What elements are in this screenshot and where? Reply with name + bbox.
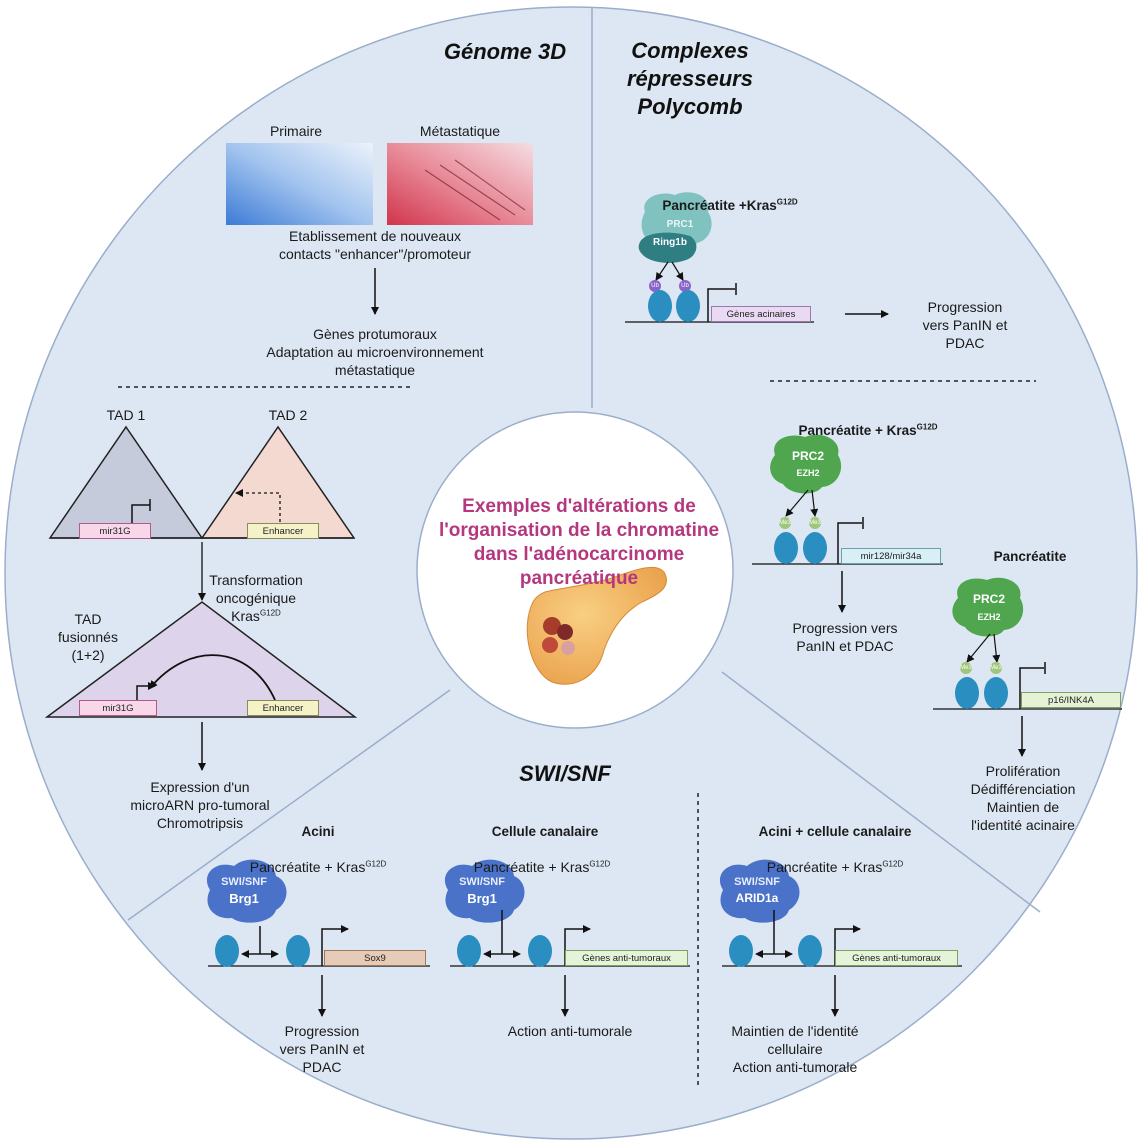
polycomb-condition-2-label: Pancréatite + Kras xyxy=(798,423,917,438)
anti-genes-box-2: Gènes anti-tumoraux xyxy=(835,950,958,966)
mixed-title: Acini + cellule canalaire xyxy=(758,824,912,839)
canal-condition-label: Pancréatite + Kras xyxy=(473,859,590,875)
enhancer-box-2: Enhancer xyxy=(247,700,319,716)
mir31g-box-1: mir31G xyxy=(79,523,151,539)
kras-superscript-3: G12D xyxy=(916,422,938,432)
nucleosomes-prc2-2 xyxy=(955,677,1008,709)
kras-superscript-4: G12D xyxy=(365,859,387,869)
mir128-box: mir128/mir34a xyxy=(841,548,941,564)
sox9-box: Sox9 xyxy=(324,950,426,966)
protumor-text: Gènes protumoraux Adaptation au microenv… xyxy=(266,326,484,378)
polycomb-condition-2: Pancréatite + KrasG12D xyxy=(778,404,958,440)
section-title-polycomb: Complexes répresseurs Polycomb xyxy=(627,38,753,119)
maintien-text: Maintien de l'identité cellulaire Action… xyxy=(731,1023,859,1075)
polycomb-condition-1-label: Pancréatite +Kras xyxy=(662,198,777,213)
hic-map-primary xyxy=(226,143,373,225)
ub-label-2: Ub xyxy=(681,283,689,289)
ub-label-1: Ub xyxy=(651,283,659,289)
prolif-text: Prolifération Dédifférenciation Maintien… xyxy=(970,763,1076,833)
mixed-condition-label: Pancréatite + Kras xyxy=(766,859,883,875)
transformation-text: Transformation oncogénique KrasG12D xyxy=(196,553,316,625)
canal-title: Cellule canalaire xyxy=(491,824,599,839)
polycomb-condition-1: Pancréatite +KrasG12D xyxy=(640,179,820,215)
ezh2-label-1: EZH2 xyxy=(796,468,820,478)
prc2-complex-icon-1 xyxy=(770,434,842,494)
swisnf-label-3: SWI/SNF xyxy=(734,876,780,888)
hic-map-metastatic xyxy=(387,143,533,225)
transformation-label: Transformation oncogénique Kras xyxy=(209,572,303,624)
acini-title: Acini xyxy=(301,824,335,839)
progression-text-2: Progression vers PanIN et PDAC xyxy=(792,620,898,654)
tad1-label: TAD 1 xyxy=(106,407,146,423)
hic-metastatic-label: Métastatique xyxy=(419,123,501,139)
section-title-swisnf: SWI/SNF xyxy=(519,761,611,786)
prc2-label-2: PRC2 xyxy=(972,592,1005,606)
me3-label-4: Me3 xyxy=(990,665,1002,671)
prc1-label: PRC1 xyxy=(666,219,694,230)
kras-superscript-5: G12D xyxy=(589,859,611,869)
kras-superscript-1: G12D xyxy=(259,608,281,618)
brg1-label-1: Brg1 xyxy=(229,891,259,906)
tad2-label: TAD 2 xyxy=(268,407,308,423)
acini-condition-label: Pancréatite + Kras xyxy=(249,859,366,875)
section-title-genome3d: Génome 3D xyxy=(443,39,567,64)
nucleosomes-prc1 xyxy=(648,290,700,322)
acini-progression-text: Progression vers PanIN et PDAC xyxy=(279,1023,365,1075)
enhancer-box-1: Enhancer xyxy=(247,523,319,539)
mir31g-box-2: mir31G xyxy=(79,700,157,716)
acini-condition: Pancréatite + KrasG12D xyxy=(228,840,408,876)
center-title: Exemples d'altérations de l'organisation… xyxy=(438,496,720,589)
tad-fused-label: TAD fusionnés (1+2) xyxy=(58,611,118,663)
swisnf-label-1: SWI/SNF xyxy=(221,876,267,888)
ezh2-label-2: EZH2 xyxy=(977,612,1001,622)
hic-primary-label: Primaire xyxy=(269,123,323,139)
ring1b-label: Ring1b xyxy=(653,237,687,248)
arid1a-label: ARID1a xyxy=(735,891,779,905)
mixed-condition: Pancréatite + KrasG12D xyxy=(745,840,925,876)
divider-left xyxy=(127,689,451,921)
kras-superscript-6: G12D xyxy=(882,859,904,869)
expression-text: Expression d'un microARN pro-tumoral Chr… xyxy=(130,779,270,831)
canal-condition: Pancréatite + KrasG12D xyxy=(452,840,632,876)
pancreas-icon xyxy=(526,566,667,685)
swisnf-brg1-icon-1 xyxy=(206,859,287,923)
contacts-text: Etablissement de nouveaux contacts "enha… xyxy=(278,228,472,262)
genes-acinaires-box: Gènes acinaires xyxy=(711,306,811,322)
swisnf-arid1a-icon xyxy=(719,859,800,923)
me3-label-2: Me3 xyxy=(809,520,821,526)
me3-label-3: Me3 xyxy=(960,665,972,671)
prc2-complex-icon-2 xyxy=(952,577,1024,637)
me3-label-1: Me3 xyxy=(779,520,791,526)
prc2-label-1: PRC2 xyxy=(791,449,824,463)
swisnf-label-2: SWI/SNF xyxy=(459,876,505,888)
divider-right xyxy=(721,671,1041,913)
anti-genes-box-1: Gènes anti-tumoraux xyxy=(565,950,688,966)
center-circle xyxy=(416,411,734,729)
p16-box: p16/INK4A xyxy=(1021,692,1121,708)
kras-superscript-2: G12D xyxy=(776,197,798,207)
prc1-complex-icon xyxy=(638,192,712,263)
progression-text-1: Progression vers PanIN et PDAC xyxy=(922,299,1008,351)
action-text: Action anti-tumorale xyxy=(507,1023,633,1039)
tad-fused-triangle xyxy=(44,601,358,718)
swisnf-brg1-icon-2 xyxy=(444,859,525,923)
nucleosomes-prc2-1 xyxy=(774,532,827,564)
polycomb-condition-3: Pancréatite xyxy=(993,549,1067,564)
brg1-label-2: Brg1 xyxy=(467,891,497,906)
